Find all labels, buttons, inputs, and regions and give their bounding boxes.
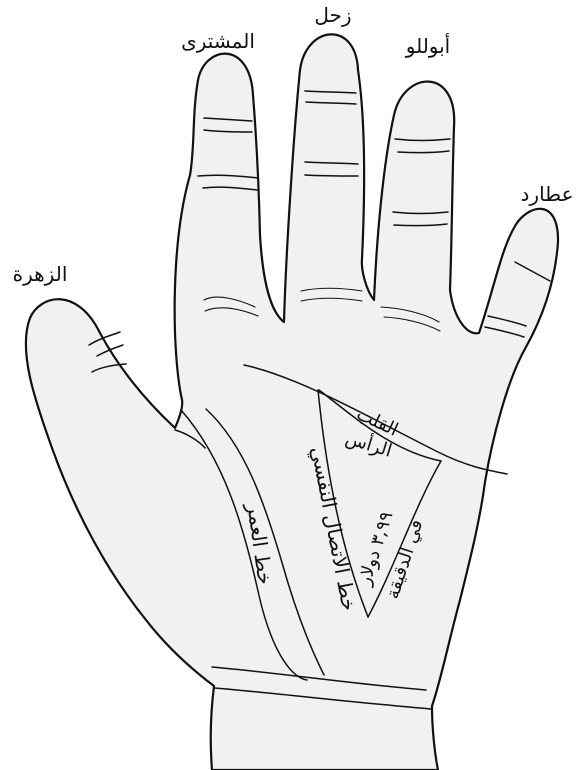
label-mercury: عطارد xyxy=(521,182,574,206)
hand-shape xyxy=(26,34,558,770)
label-venus: الزهرة xyxy=(13,262,68,286)
label-saturn: زحل xyxy=(314,3,351,27)
label-apollo: أبوللو xyxy=(405,33,451,58)
label-jupiter: المشترى xyxy=(181,29,255,53)
